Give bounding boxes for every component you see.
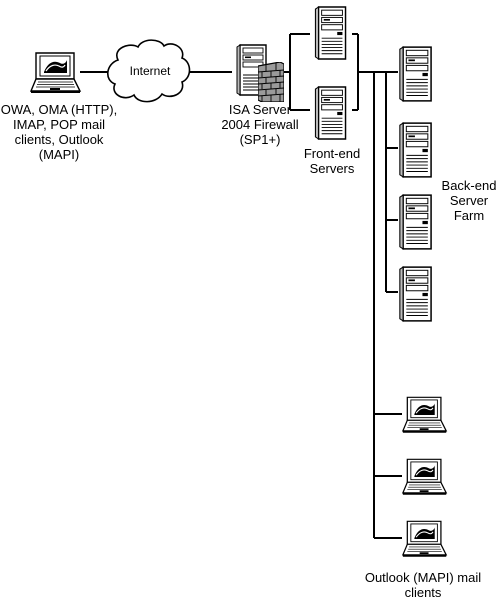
laptop-icon (402, 396, 447, 434)
clients-left-label: OWA, OMA (HTTP), IMAP, POP mail clients,… (0, 102, 118, 162)
laptop-icon (30, 52, 81, 94)
firewall-device (236, 44, 284, 102)
cloud-icon (107, 39, 191, 103)
server-icon (314, 6, 347, 60)
brick-wall-icon (258, 62, 284, 102)
server-icon (399, 46, 432, 102)
backend-label: Back-end Server Farm (441, 178, 497, 223)
outlook-clients-label: Outlook (MAPI) mail clients (364, 570, 482, 600)
connection-lines (80, 33, 402, 539)
server-icon (399, 194, 432, 250)
frontend-label: Front-end Servers (303, 146, 361, 176)
server-icon (399, 266, 432, 322)
laptop-icon (402, 458, 447, 496)
server-icon (314, 86, 347, 140)
server-icon (399, 122, 432, 178)
cloud-label: Internet (130, 64, 171, 78)
firewall-label: ISA Server 2004 Firewall (SP1+) (221, 102, 299, 147)
internet-cloud: Internet (107, 39, 191, 103)
laptop-icon (402, 520, 447, 558)
